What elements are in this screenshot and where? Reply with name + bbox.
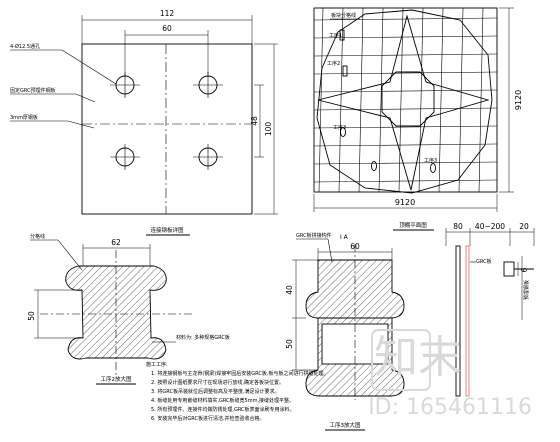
ceiling-grid-plan: 工序1 工序2 工序3 工序3 板块分格线 9120 9120 顶棚平面图 [313,7,523,231]
notes-line-6: 6. 安装完毕后对GRC板进行清洁,并检查验收合格。 [151,415,265,422]
plate-dim-60: 60 [162,24,172,33]
notes-line-1: 1. 将连接钢板与主龙骨(钢梁)焊接牢固后安装GRC板,板与板之间进行拼缝处理。 [151,370,328,377]
notes-line-2: 2. 按照设计图纸要求尺寸在现场进行放线,确定各板块位置。 [151,379,284,386]
grid-step-label-3b: 工序3 [424,157,437,164]
watermark-id: ID: 165461116 [368,395,532,420]
grid-dim-height: 9120 [514,90,523,110]
right-plate-a [455,245,461,397]
plate-caption: 连接钢板详图 [150,226,184,234]
section-step2-dim-50: 50 [27,311,36,321]
grid-octagon [381,71,435,127]
grid-label-top: 板块分格线 [331,12,356,19]
section-step3-mark: I A [340,234,349,241]
grid-dim-width: 9120 [395,198,415,207]
right-plate-b [465,245,470,397]
grid-step-markers [339,29,436,173]
notes-line-5: 5. 所有预埋件、连接件均做防锈处理,GRC板表面涂刷专用涂料。 [151,406,295,413]
notes-line-3: 3. 将GRC板吊装就位后调整标高及平整度,满足设计要求。 [151,388,280,395]
plate-detail: 112 60 48 100 4-Ø12.5通孔 固定GRC预埋件钢板 3mm厚钢… [10,9,278,236]
construction-notes: 施工工序: 1. 将连接钢板与主龙骨(钢梁)焊接牢固后安装GRC板,板与板之间进… [146,361,328,422]
grid-outer-polygon [316,9,493,194]
section-step2-caption: 工序2放大图 [101,375,132,383]
watermark: 知末 ID: 165461116 [368,329,532,420]
section-step3-dim-60: 60 [350,242,360,251]
watermark-logo-text: 知末 [374,332,462,383]
plate-label-thickness: 3mm厚钢板 [10,114,38,121]
grid-caption: 顶棚平面图 [399,221,427,229]
right-dim-80: 80 [453,222,463,231]
section-step2-dim-62: 62 [111,238,121,247]
plate-dim-48: 48 [250,116,259,126]
plate-holes [110,72,223,170]
plate-label-holes: 4-Ø12.5通孔 [10,43,40,50]
grid-step-label-1: 工序1 [329,32,342,39]
plate-dim-112: 112 [160,9,175,18]
section-step2: 62 50 分格线 材料为: 多种规格GRC板 工序2放大图 [27,233,230,385]
section-right-detail: 80 40~200 20 6 GRC板 预埋钢板 [445,222,535,397]
section-step3-dim-40: 40 [285,285,294,295]
grid-star [317,14,490,191]
plate-outline [81,43,253,215]
grid-step-label-2: 工序2 [327,60,340,67]
grid-step-label-3a: 工序3 [333,124,346,131]
grid-lines-horizontal [313,17,498,183]
right-label-b: 预埋钢板 [523,280,530,300]
notes-line-4: 4. 板缝处用专用嵌缝材料填实,GRC板缝宽5mm,接缝处理平整。 [151,397,294,404]
section-step3: 60 I A GRC板拼接构件 40 50 工序3放大图 [285,232,405,431]
right-dim-20: 20 [519,222,529,231]
right-dim-6: 6 [520,267,529,272]
right-label-a: GRC板 [476,258,492,265]
section-step3-dim-50: 50 [285,339,294,349]
section-step3-caption: 工序3放大图 [330,421,361,429]
section-step2-note: 材料为: 多种规格GRC板 [176,334,230,341]
section-step3-top-label: GRC板拼接构件 [296,232,332,239]
plate-label-plate: 固定GRC预埋件钢板 [10,87,56,94]
plate-dim-100: 100 [264,122,273,137]
notes-title: 施工工序: [146,361,168,368]
grid-lines-vertical [318,7,484,193]
right-dim-range: 40~200 [475,222,505,231]
right-anchor [503,261,515,277]
section-step2-top-label: 分格线 [30,233,45,240]
section-step2-shape [65,265,167,360]
watermark-logo-frame [371,329,431,391]
